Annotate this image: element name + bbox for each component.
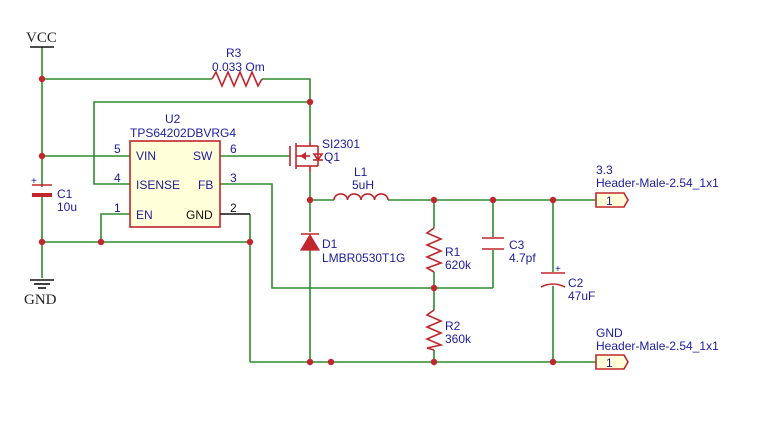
c1-ref: C1 [57, 187, 73, 201]
connector-net: 3.3 [596, 163, 613, 177]
u2-ref: U2 [165, 112, 181, 126]
c2-ref: C2 [568, 276, 584, 290]
junction-dot [430, 196, 438, 204]
pin-number: 2 [230, 201, 237, 215]
junction-dot [306, 98, 314, 106]
pin-number: 4 [114, 171, 121, 185]
c1-polarity: + [31, 176, 37, 187]
r2-value: 360k [445, 332, 472, 346]
capacitor-c2[interactable]: + C2 47uF [540, 264, 595, 303]
vcc-symbol: VCC [26, 30, 57, 48]
junction-dot [306, 196, 314, 204]
pin-name-sw: SW [193, 149, 213, 163]
l1-ref: L1 [354, 165, 368, 179]
pin-name-en: EN [136, 208, 153, 222]
ic-body [129, 140, 221, 228]
diode-d1[interactable]: D1 LMBR0530T1G [299, 233, 405, 265]
r1-ref: R1 [445, 245, 461, 259]
q1-ref: Q1 [324, 150, 340, 164]
junction-dot [246, 238, 254, 246]
mosfet-q1[interactable]: SI2301 Q1 [289, 137, 360, 172]
pin-name-gnd: GND [186, 208, 213, 222]
u2-value: TPS64202DBVRG4 [130, 126, 236, 140]
resistor-r1[interactable]: R1 620k [424, 227, 472, 273]
d1-ref: D1 [322, 237, 338, 251]
junction-dot [38, 75, 46, 83]
pin-name-isense: ISENSE [136, 178, 180, 192]
junction-dot [430, 284, 438, 292]
connector-pin: 1 [606, 194, 613, 208]
q1-part: SI2301 [322, 137, 360, 151]
connector-gnd[interactable]: 1 GND Header-Male-2.54_1x1 [595, 326, 719, 370]
junction-dot [549, 358, 557, 366]
c1-value: 10u [57, 200, 77, 214]
resistor-r2[interactable]: R2 360k [424, 309, 472, 351]
connector-pin: 1 [606, 356, 613, 370]
junction-dot [489, 196, 497, 204]
r1-value: 620k [445, 258, 472, 272]
junction-dot [327, 358, 335, 366]
pin-name-fb: FB [198, 178, 213, 192]
r3-value: 0.033 Om [212, 60, 265, 74]
connector-output[interactable]: 1 3.3 Header-Male-2.54_1x1 [595, 163, 719, 208]
vcc-label: VCC [26, 30, 57, 46]
c2-polarity: + [555, 264, 561, 275]
gnd-label: GND [24, 292, 57, 308]
c3-value: 4.7pf [509, 251, 536, 265]
l1-value: 5uH [352, 178, 374, 192]
pin-number: 1 [114, 201, 121, 215]
capacitor-c3[interactable]: C3 4.7pf [482, 237, 536, 265]
pin-number: 3 [230, 171, 237, 185]
connector-part: Header-Male-2.54_1x1 [596, 339, 719, 353]
junction-dot [38, 238, 46, 246]
junction-dot [306, 358, 314, 366]
pin-number: 5 [114, 142, 121, 156]
pin-number: 6 [230, 142, 237, 156]
ic-u2[interactable]: U2 TPS64202DBVRG4 5 VIN 4 ISENSE 1 EN 6 … [114, 112, 250, 228]
r2-ref: R2 [445, 319, 461, 333]
capacitor-c1[interactable]: + C1 10u [31, 176, 77, 214]
c3-ref: C3 [509, 238, 525, 252]
junction-dot [38, 152, 46, 160]
connector-net: GND [596, 326, 623, 340]
junction-dot [97, 238, 105, 246]
resistor-r3[interactable]: R3 0.033 Om [211, 46, 265, 89]
junction-dot [549, 196, 557, 204]
junctions [38, 75, 557, 366]
wires [41, 47, 596, 363]
r3-ref: R3 [226, 46, 242, 60]
d1-value: LMBR0530T1G [322, 251, 405, 265]
pin-name-vin: VIN [136, 149, 156, 163]
gnd-symbol: GND [24, 279, 57, 308]
c2-value: 47uF [568, 289, 595, 303]
inductor-l1[interactable]: L1 5uH [333, 165, 389, 201]
junction-dot [430, 358, 438, 366]
connector-part: Header-Male-2.54_1x1 [596, 176, 719, 190]
